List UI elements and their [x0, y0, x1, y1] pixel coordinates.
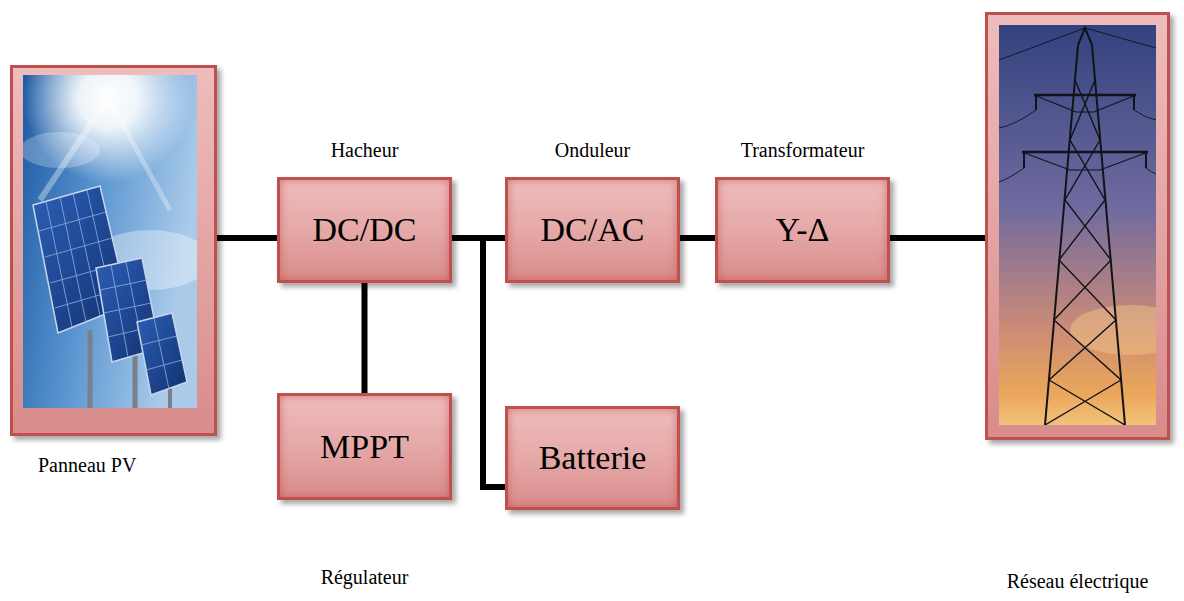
battery-box: Batterie — [505, 406, 680, 510]
label-holder: Transformateur — [718, 138, 887, 162]
box-label: DC/DC — [313, 211, 417, 248]
pv-panel-frame: Panneau PV — [10, 65, 217, 436]
inverter-box: OnduleurDC/AC — [505, 177, 680, 283]
pylon-picture — [985, 12, 1184, 440]
transformer-box: TransformateurY-Δ — [715, 177, 890, 283]
box-label: DC/AC — [541, 211, 645, 248]
label-holder: Régulateur — [280, 565, 449, 589]
block-heading: Onduleur — [555, 138, 631, 162]
box-label: Batterie — [539, 439, 647, 476]
power-line — [890, 235, 985, 241]
label-holder: Onduleur — [508, 138, 677, 162]
box-label: Y-Δ — [776, 211, 830, 248]
power-line — [217, 235, 277, 241]
grid-frame: Réseau électrique — [985, 12, 1170, 440]
block-heading: Hacheur — [331, 138, 399, 162]
block-caption: Réseau électrique — [1007, 569, 1149, 593]
block-heading: Transformateur — [741, 138, 865, 162]
label-holder: Réseau électrique — [988, 569, 1167, 593]
block-caption: Panneau PV — [38, 453, 136, 477]
power-line — [362, 283, 368, 393]
solar-panel-picture — [10, 13, 217, 436]
regulator-box: MPPTRégulateur — [277, 393, 452, 500]
power-line — [680, 235, 715, 241]
label-holder: Hacheur — [280, 138, 449, 162]
label-holder: Panneau PV — [13, 453, 214, 477]
converter-box: HacheurDC/DC — [277, 177, 452, 283]
block-caption: Régulateur — [321, 565, 409, 589]
box-label: MPPT — [320, 428, 409, 465]
power-line — [452, 238, 505, 487]
